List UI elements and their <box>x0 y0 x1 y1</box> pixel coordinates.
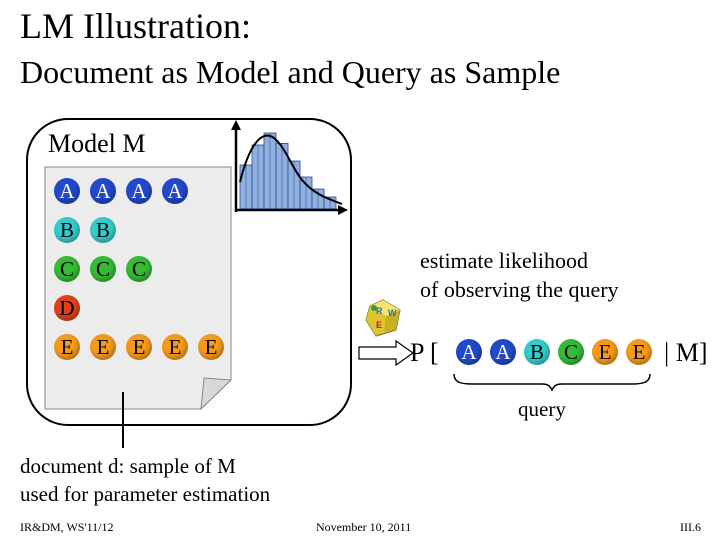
query-brace <box>453 373 651 392</box>
histogram-y-arrow <box>231 120 241 130</box>
document-term-A: A <box>54 178 80 204</box>
distribution-histogram <box>231 120 348 215</box>
svg-text:E: E <box>376 320 382 330</box>
query-term-E: E <box>626 339 652 365</box>
estimate-line-2: of observing the query <box>420 277 619 302</box>
document-term-A: A <box>90 178 116 204</box>
query-label: query <box>518 397 566 421</box>
document-term-B: B <box>90 217 116 243</box>
query-term-A: A <box>456 339 482 365</box>
footer-page: III.6 <box>680 520 701 534</box>
document-caption: document d: sample of M used for paramet… <box>20 452 270 508</box>
footer-course: IR&DM, WS'11/12 <box>20 520 114 534</box>
document-term-A: A <box>126 178 152 204</box>
query-term-A: A <box>490 339 516 365</box>
document-term-E: E <box>54 334 80 360</box>
probability-suffix: | M] <box>664 338 708 367</box>
caption-line-2: used for parameter estimation <box>20 482 271 506</box>
svg-text:R: R <box>376 306 383 316</box>
query-term-B: B <box>524 339 550 365</box>
estimate-line-1: estimate likelihood <box>420 248 589 273</box>
document-term-C: C <box>126 256 152 282</box>
document-term-A: A <box>162 178 188 204</box>
caption-line-1: document d: sample of M <box>20 454 236 478</box>
title-line-1: LM Illustration: <box>20 6 251 46</box>
probability-prefix: P [ <box>410 338 439 367</box>
model-box <box>26 118 352 426</box>
query-term-C: C <box>558 339 584 365</box>
model-label: Model M <box>48 129 146 158</box>
document-term-C: C <box>54 256 80 282</box>
svg-text:W: W <box>388 308 397 318</box>
histogram-x-arrow <box>338 205 348 215</box>
document-term-E: E <box>162 334 188 360</box>
document-term-D: D <box>54 295 80 321</box>
document-term-E: E <box>90 334 116 360</box>
query-term-E: E <box>592 339 618 365</box>
document-term-B: B <box>54 217 80 243</box>
estimate-text: estimate likelihood of observing the que… <box>420 246 619 304</box>
dice-icon: R W E <box>365 299 401 337</box>
title-line-2: Document as Model and Query as Sample <box>20 54 561 90</box>
histogram-curve <box>239 134 343 205</box>
document-term-C: C <box>90 256 116 282</box>
right-arrow <box>358 340 414 366</box>
document-term-E: E <box>126 334 152 360</box>
document-term-E: E <box>198 334 224 360</box>
caption-pointer <box>122 392 124 448</box>
footer-date: November 10, 2011 <box>316 520 412 534</box>
